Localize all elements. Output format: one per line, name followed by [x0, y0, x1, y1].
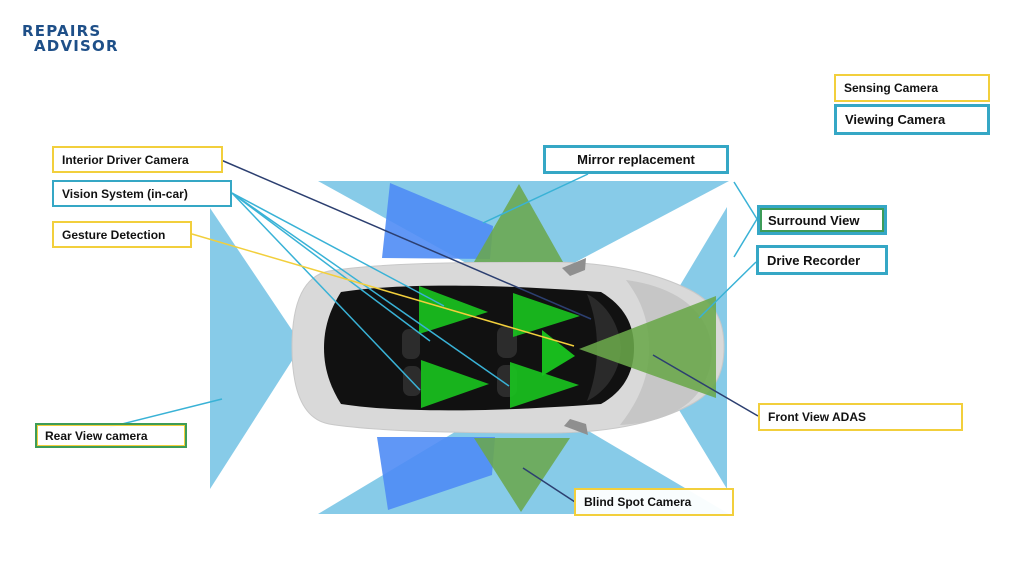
line-blind-spot-camera [522, 467, 576, 503]
label-surround-view: Surround View [757, 205, 887, 235]
blind-spot-top-sensing-zone [474, 184, 563, 262]
label-mirror-replacement-text: Mirror replacement [577, 152, 695, 167]
label-blind-spot-camera-text: Blind Spot Camera [584, 495, 692, 509]
line-vision-system-2 [231, 192, 431, 342]
line-interior-driver-camera [220, 159, 592, 320]
line-mirror-replacement [482, 173, 589, 224]
car-seat-front-left [497, 326, 517, 358]
blind-spot-bottom-sensing-zone [474, 438, 570, 512]
label-surround-view-text: Surround View [768, 212, 860, 228]
label-blind-spot-camera: Blind Spot Camera [574, 488, 734, 516]
rear-view-zone [210, 208, 302, 489]
line-surround-view-right [733, 218, 758, 258]
line-drive-recorder [698, 261, 757, 319]
line-vision-system-1 [231, 192, 445, 307]
car-seat-rear-left [402, 329, 420, 359]
label-vision-system-in-car-text: Vision System (in-car) [62, 186, 188, 201]
legend-sensing-camera: Sensing Camera [834, 74, 990, 102]
brand-logo: REPAIRS ADVISOR [22, 24, 119, 54]
brand-logo-line-1: REPAIRS [22, 22, 102, 40]
legend-sensing-camera-label: Sensing Camera [844, 81, 939, 95]
line-surround-view-top [733, 181, 758, 220]
label-interior-driver-camera: Interior Driver Camera [52, 146, 223, 173]
interior-sensing-zone-front-bottom [510, 362, 579, 408]
legend-viewing-camera: Viewing Camera [834, 104, 990, 135]
interior-driver-sensing-zone [542, 330, 575, 376]
line-vision-system-3 [231, 192, 510, 387]
label-front-view-adas: Front View ADAS [758, 403, 963, 431]
label-gesture-detection: Gesture Detection [52, 221, 192, 248]
mirror-left [562, 258, 586, 276]
line-gesture-detection [191, 233, 575, 347]
mirror-replacement-top-zone [382, 183, 493, 259]
label-drive-recorder-text: Drive Recorder [767, 252, 861, 268]
label-interior-driver-camera-text: Interior Driver Camera [62, 152, 189, 167]
label-mirror-replacement: Mirror replacement [543, 145, 729, 174]
line-rear-view-camera [109, 398, 223, 428]
interior-sensing-zone-rear-bottom [421, 360, 489, 408]
label-rear-view-camera-text: Rear View camera [45, 428, 148, 443]
label-rear-view-camera: Rear View camera [35, 423, 187, 448]
label-drive-recorder: Drive Recorder [756, 245, 888, 275]
brand-logo-line-2: ADVISOR [34, 37, 119, 55]
line-vision-system-4 [231, 192, 421, 391]
interior-sensing-zone-front-top [513, 293, 580, 337]
line-front-view-adas [652, 354, 759, 417]
label-vision-system-in-car: Vision System (in-car) [52, 180, 232, 207]
label-front-view-adas-text: Front View ADAS [768, 410, 867, 424]
mirror-replacement-bottom-zone [377, 437, 495, 510]
label-gesture-detection-text: Gesture Detection [62, 227, 166, 242]
mirror-right [564, 419, 588, 435]
legend-viewing-camera-label: Viewing Camera [845, 112, 946, 127]
